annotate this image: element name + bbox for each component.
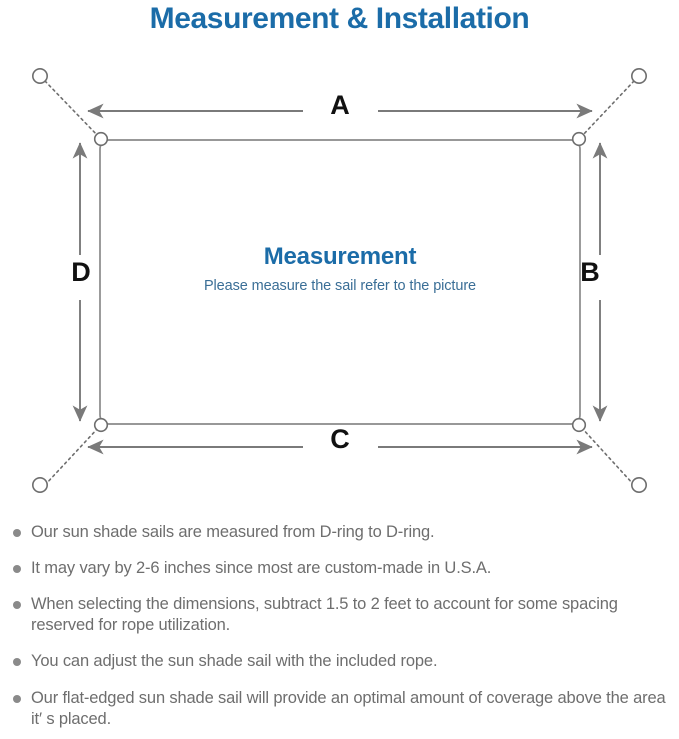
rope-bottom-right xyxy=(580,426,635,486)
list-item: Our flat-edged sun shade sail will provi… xyxy=(0,688,679,730)
note-text: You can adjust the sun shade sail with t… xyxy=(31,652,438,671)
list-item: You can adjust the sun shade sail with t… xyxy=(0,651,679,672)
d-ring-bottom-right xyxy=(571,417,587,433)
note-text: It may vary by 2-6 inches since most are… xyxy=(31,559,492,578)
rope-top-right xyxy=(580,80,635,138)
d-rings xyxy=(93,131,587,433)
diagram-svg xyxy=(31,67,647,493)
rope-lines xyxy=(44,80,635,486)
anchor-circle-top-left xyxy=(31,67,48,84)
note-text: When selecting the dimensions, subtract … xyxy=(31,595,618,635)
sail-body xyxy=(99,139,581,425)
anchor-circle-top-right xyxy=(630,67,647,84)
anchor-circle-bottom-left xyxy=(31,476,48,493)
list-item: It may vary by 2-6 inches since most are… xyxy=(0,558,679,579)
bullet-icon xyxy=(13,565,21,574)
bullet-icon xyxy=(13,658,21,667)
dimension-label-d: D xyxy=(71,257,91,287)
page-title: Measurement & Installation xyxy=(149,2,530,35)
bullet-icon xyxy=(13,529,21,537)
bullet-icon xyxy=(13,601,21,610)
d-ring-top-right xyxy=(571,131,587,147)
rope-bottom-left xyxy=(44,426,100,486)
note-text: Our sun shade sails are measured from D-… xyxy=(31,523,435,541)
anchor-circles xyxy=(31,67,647,493)
d-ring-bottom-left xyxy=(93,417,109,433)
dimension-label-a: A xyxy=(330,90,350,120)
list-item: Our sun shade sails are measured from D-… xyxy=(0,522,679,543)
notes-list: Our sun shade sails are measured from D-… xyxy=(0,522,679,730)
list-item: When selecting the dimensions, subtract … xyxy=(0,594,679,636)
d-ring-top-left xyxy=(93,131,109,147)
dimension-label-c: C xyxy=(330,424,350,454)
rope-top-left xyxy=(44,80,100,138)
measurement-diagram: Measurement Please measure the sail refe… xyxy=(0,48,679,518)
bullet-icon xyxy=(13,694,21,703)
note-text: Our flat-edged sun shade sail will provi… xyxy=(31,688,666,728)
anchor-circle-bottom-right xyxy=(630,476,647,493)
dimension-label-b: B xyxy=(580,257,600,287)
